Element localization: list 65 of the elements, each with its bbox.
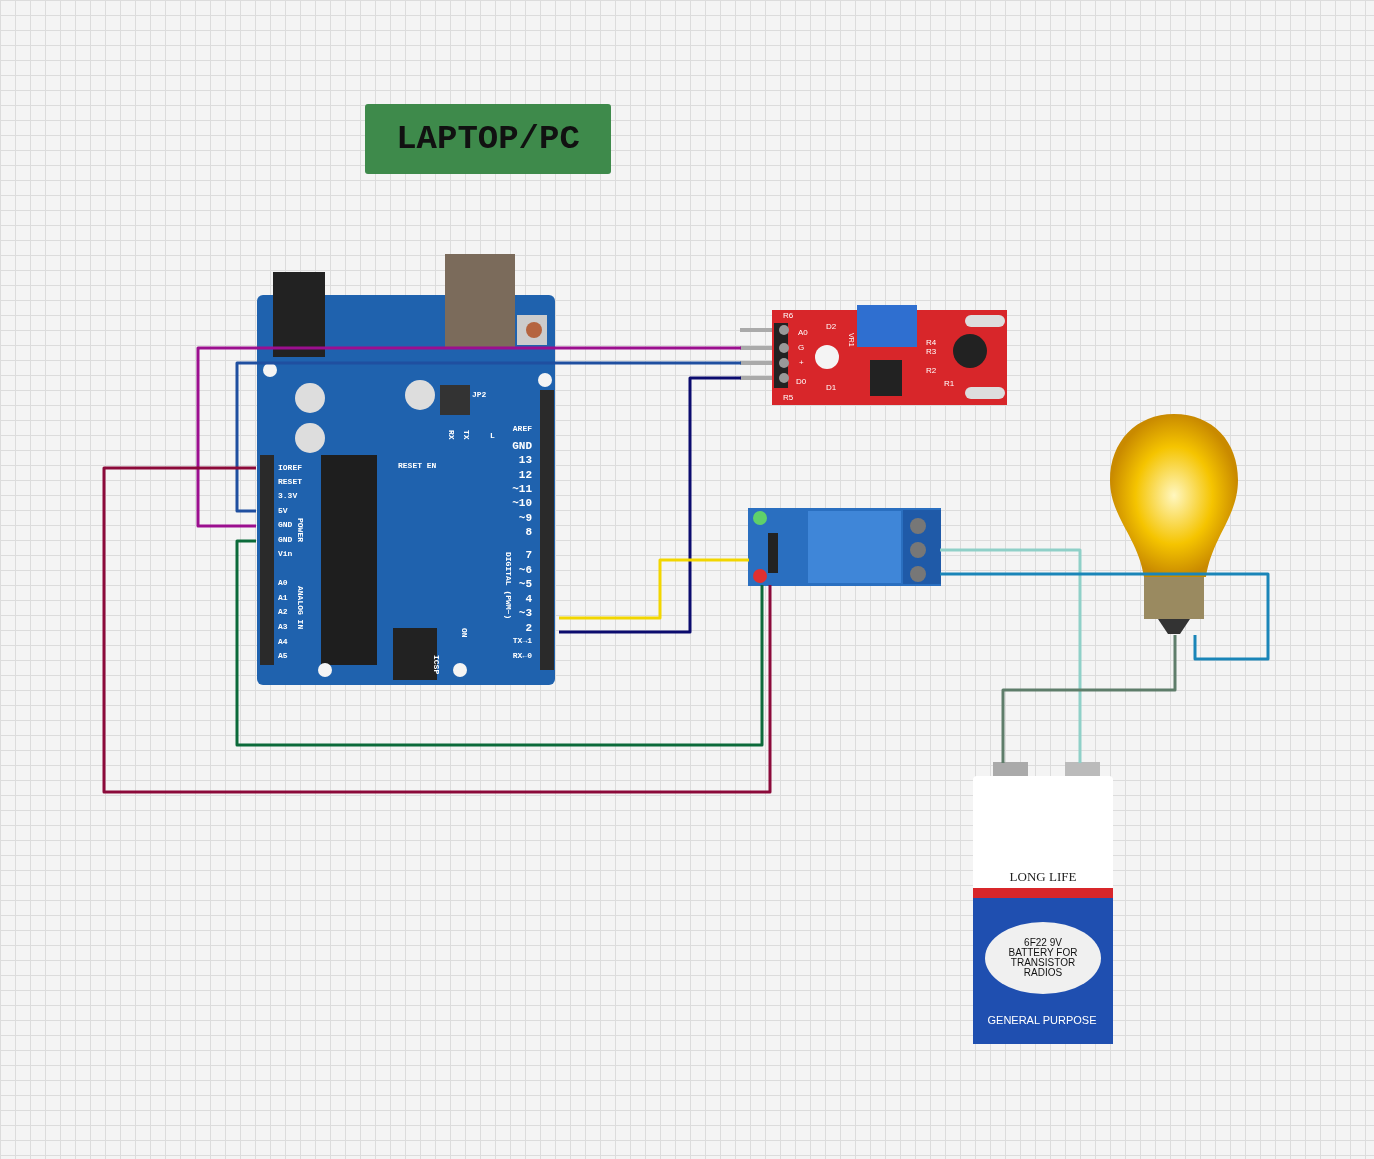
pin-label: ~10 — [512, 498, 532, 509]
pin-label: ICSP — [432, 655, 440, 675]
pin-label: 5V — [278, 507, 288, 515]
pin-label: R1 — [944, 380, 955, 388]
pin-label: 2 — [525, 623, 532, 634]
battery-text: GENERAL PURPOSE — [987, 1014, 1097, 1026]
wire — [1001, 635, 1177, 763]
pin-label: RX←0 — [512, 652, 532, 660]
pin-label: R5 — [783, 394, 794, 402]
pin-label: A0 — [798, 329, 808, 337]
pin-label: ~5 — [518, 579, 532, 590]
wire — [940, 572, 1270, 661]
battery-text: LONG LIFE — [1009, 869, 1077, 883]
label-box — [365, 104, 611, 174]
wire — [559, 558, 749, 620]
pin-label: 13 — [518, 455, 532, 466]
pin-label: G — [798, 344, 805, 352]
pin-label: GND — [278, 536, 293, 544]
pin-label: ~6 — [518, 565, 532, 576]
pin-label: RX — [447, 430, 455, 440]
wire — [559, 376, 741, 634]
pin-label: RESET — [278, 478, 302, 486]
pin-label: 12 — [518, 470, 532, 481]
pin-label: DIGITAL (PWM~) — [504, 552, 512, 620]
pin-label: A5 — [278, 652, 288, 660]
pin-label: A3 — [278, 623, 288, 631]
pin-label: ANALOG IN — [296, 586, 304, 630]
pin-label: ~3 — [518, 608, 532, 619]
pin-label: R6 — [783, 312, 794, 320]
wire — [102, 466, 772, 794]
pin-label: GND — [278, 521, 293, 529]
pin-label: ON — [460, 628, 468, 638]
component-label: LAPTOP/PC — [396, 122, 580, 156]
pin-label: 4 — [525, 594, 532, 605]
pin-label: GND — [512, 441, 532, 452]
pin-label: RESET EN — [398, 462, 437, 470]
pin-label: TX→1 — [512, 637, 532, 645]
pin-label: POWER — [296, 518, 304, 542]
pin-label: A1 — [278, 594, 288, 602]
pin-label: A0 — [278, 579, 288, 587]
pin-label: D0 — [796, 378, 807, 386]
pin-label: D1 — [826, 384, 837, 392]
pin-label: 8 — [525, 527, 532, 538]
pin-label: AREF — [512, 425, 532, 433]
pin-label: D2 — [826, 323, 837, 331]
pin-label: JP2 — [472, 391, 487, 399]
wire — [235, 361, 741, 513]
pin-label: Vin — [278, 550, 293, 558]
battery-text: 6F22 9V BATTERY FOR TRANSISTOR RADIOS — [1007, 938, 1079, 978]
wire — [235, 539, 764, 747]
pin-label: R2 — [926, 367, 937, 375]
pin-label: IOREF — [278, 464, 302, 472]
pin-label: A2 — [278, 608, 288, 616]
pin-label: A4 — [278, 638, 288, 646]
pin-label: ~11 — [512, 484, 532, 495]
pin-label: L — [490, 432, 495, 440]
pin-label: 7 — [525, 550, 532, 561]
wire — [940, 548, 1082, 763]
pin-label: 3.3V — [278, 492, 298, 500]
pin-label: TX — [462, 430, 470, 440]
pin-label: ~9 — [518, 513, 532, 524]
pin-label: + — [799, 359, 804, 367]
pin-label: R3 — [926, 348, 937, 356]
wire — [196, 346, 741, 528]
pin-label: R4 — [926, 339, 937, 347]
